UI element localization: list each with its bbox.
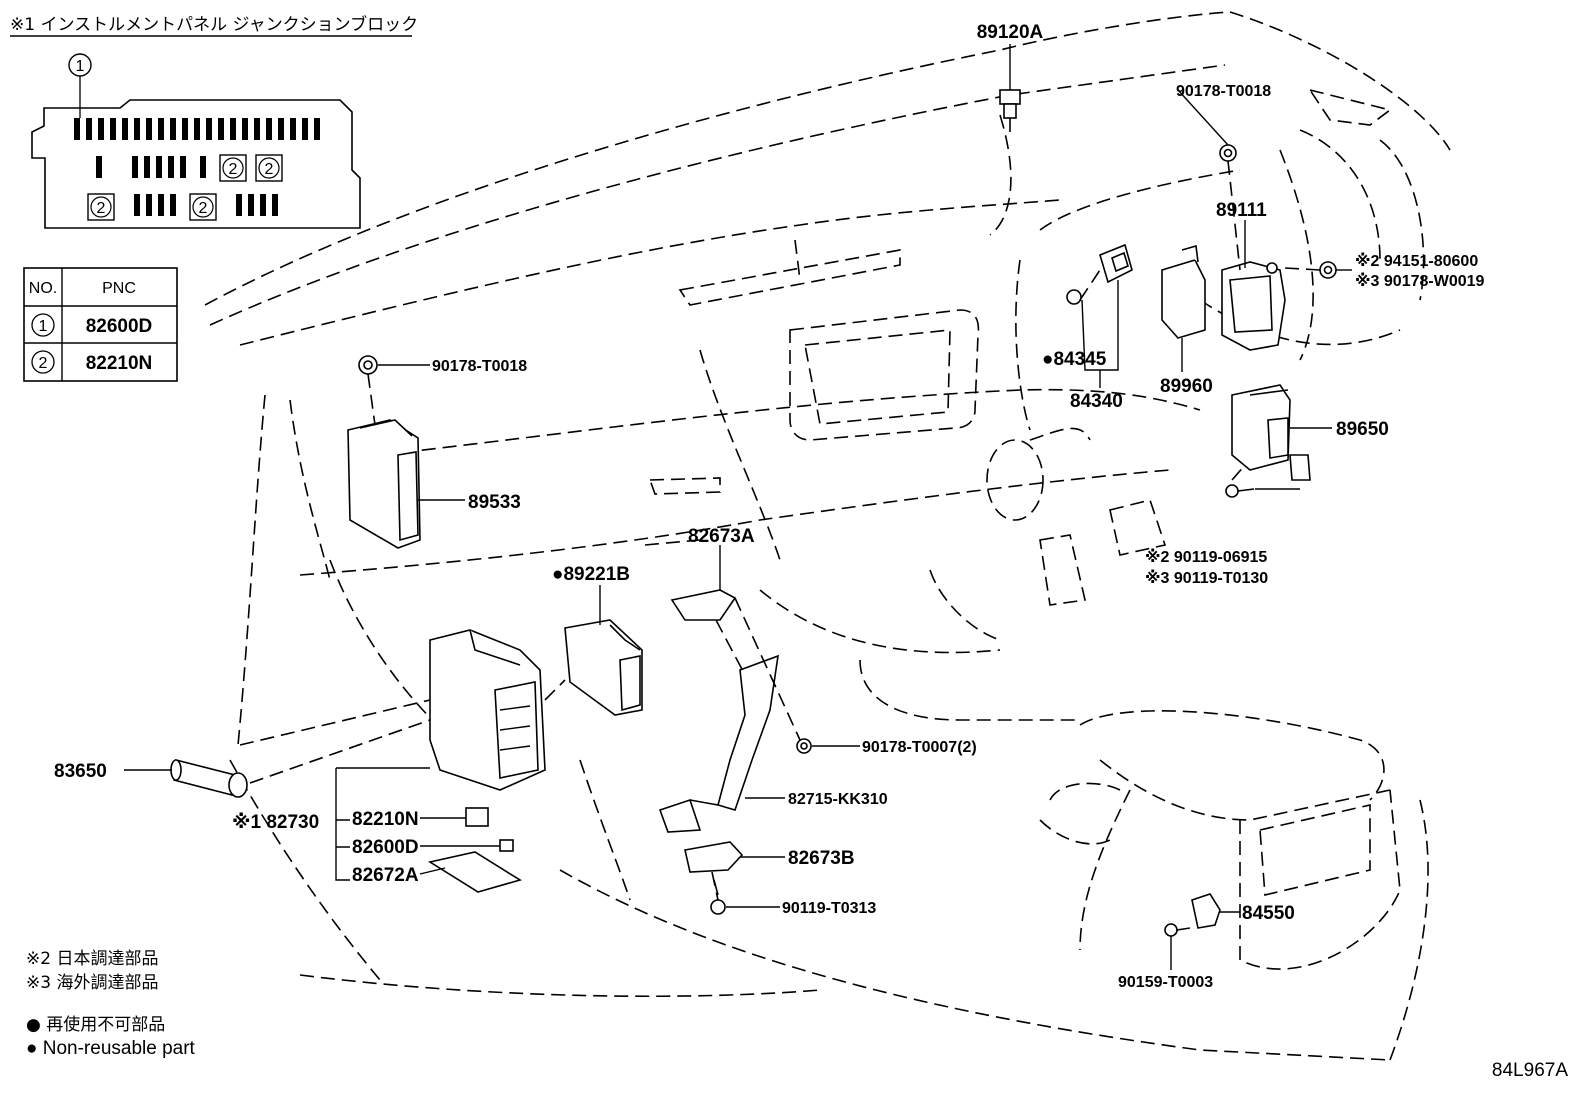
fuse-marker-box-2: 2 [255,154,283,182]
table-row-1-no: 1 [39,318,48,335]
junction-block-inset: ※1 インストルメントパネル ジャンクションブロック 1 [10,14,418,229]
diagram-id: 84L967A [1492,1060,1568,1081]
part-90178-T0007 [796,738,812,754]
label-83650: 83650 [54,761,107,782]
part-83650 [170,758,248,798]
label-89221B: ●89221B [552,564,630,585]
label-82715-KK310: 82715-KK310 [788,791,888,808]
svg-text:2: 2 [97,200,106,217]
part-90159-T0003 [1164,923,1191,937]
part-90178-T0018-top [1219,144,1237,162]
label-84550: 84550 [1242,903,1295,924]
fuse-row-1 [74,118,320,140]
table-row-2-pnc: 82210N [86,353,153,374]
label-90178-T0018-left: 90178-T0018 [432,358,527,375]
table-row-2-no: 2 [39,355,48,372]
label-90119-T0130: ※3 90119-T0130 [1145,569,1268,587]
label-90178-T0007: 90178-T0007(2) [862,739,977,756]
row-2-circle [31,350,55,374]
table-header-no: NO. [29,280,57,297]
legend-nonreusable-jp: ● 再使用不可部品 [26,1014,165,1035]
label-84345: ●84345 [1042,349,1107,370]
part-84340 [1099,243,1133,284]
label-90119-T0313: 90119-T0313 [782,900,876,917]
part-89120A [999,89,1021,119]
leader-lines [124,44,1352,970]
vehicle-body-outline [204,11,1451,1061]
label-82730: ※1 82730 [232,812,319,833]
label-89111: 89111 [1216,200,1267,221]
label-90119-06915: ※2 90119-06915 [1145,548,1267,566]
junction-block-title: ※1 インストルメントパネル ジャンクションブロック [10,14,418,35]
fuse-marker-box-4: 2 [189,193,217,221]
assembly-lines [249,118,1321,901]
part-89650 [1231,384,1311,481]
table-header-pnc: PNC [102,280,136,297]
legend-note-3: ※3 海外調達部品 [26,973,158,993]
label-89533: 89533 [468,492,521,513]
part-90178-T0018-left [358,355,378,375]
label-89120A: 89120A [977,22,1044,43]
callout-number: 1 [76,58,85,75]
label-82210N: 82210N [352,809,419,830]
part-82673B [684,841,744,873]
part-82600D [499,839,514,852]
label-84340: 84340 [1070,391,1123,412]
svg-text:2: 2 [265,161,274,178]
fuse-marker-box-1: 2 [219,154,247,182]
part-89111 [1221,261,1286,351]
part-89960 [1161,244,1206,339]
legend-note-2: ※2 日本調達部品 [26,949,158,969]
part-82730 [429,629,546,791]
part-84550 [1191,893,1221,929]
fuse-marker-box-3: 2 [87,193,115,221]
fuse-row-3 [134,194,278,216]
label-90178-T0018-top: 90178-T0018 [1176,83,1271,100]
junction-block-outline [31,99,361,229]
part-labels: 89120A 90178-T0018 89111 ※2 94151-80600 … [54,22,1485,991]
svg-text:2: 2 [229,161,238,178]
row-1-circle [31,313,55,337]
part-82715-KK310 [658,654,779,833]
legend: ※2 日本調達部品 ※3 海外調達部品 ● 再使用不可部品 ● Non-reus… [26,949,196,1059]
table-row-1-pnc: 82600D [86,316,153,337]
part-90119-06915 [1225,484,1255,498]
part-82210N [465,807,489,827]
legend-nonreusable-en: ● Non-reusable part [26,1038,196,1059]
part-94151-80600 [1319,261,1337,279]
label-90159-T0003: 90159-T0003 [1118,974,1213,991]
label-82673B: 82673B [788,848,855,869]
label-89650: 89650 [1336,419,1389,440]
label-82600D: 82600D [352,837,419,858]
pnc-table: NO. PNC 1 82600D 2 82210N [23,267,178,382]
label-90178-W0019: ※3 90178-W0019 [1355,272,1485,290]
label-89960: 89960 [1160,376,1213,397]
label-82673A: 82673A [688,526,755,547]
part-82672A [427,851,522,893]
fuse-row-2 [96,156,206,178]
label-82672A: 82672A [352,865,419,886]
label-94151-80600: ※2 94151-80600 [1355,252,1478,270]
part-84345 [1066,289,1082,305]
part-89221B [564,619,643,716]
part-89533 [347,419,421,549]
part-82673A [670,589,737,621]
svg-text:2: 2 [199,200,208,217]
